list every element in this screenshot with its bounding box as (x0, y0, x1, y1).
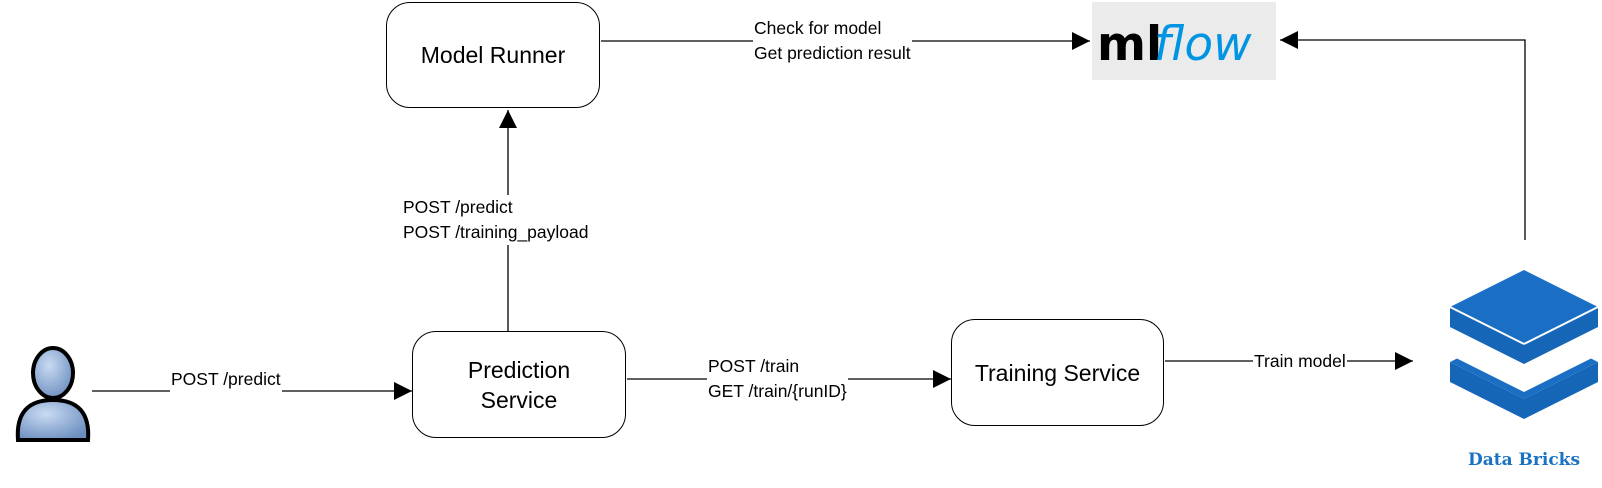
mlflow-logo: ml flow (1092, 2, 1276, 80)
databricks-label: Data Bricks (1468, 450, 1581, 470)
edge-label-prediction-training: POST /train GET /train/{runID} (707, 354, 848, 404)
databricks-icon (1449, 270, 1599, 419)
edge-label-user-prediction: POST /predict (170, 367, 282, 392)
user-icon (15, 346, 91, 442)
edge-label-training-databricks: Train model (1253, 349, 1347, 374)
edge-label-prediction-runner: POST /predict POST /training_payload (402, 195, 590, 245)
training-service-label: Training Service (974, 359, 1141, 386)
edge-label-line: GET /train/{runID} (708, 381, 847, 401)
mlflow-ml-text: ml (1097, 17, 1162, 72)
edge-databricks-mlflow (1280, 31, 1526, 240)
prediction-service-node: Prediction Service (412, 331, 626, 438)
model-runner-label: Model Runner (420, 42, 566, 68)
training-service-node: Training Service (951, 319, 1164, 426)
edge-label-runner-mlflow: Check for model Get prediction result (753, 16, 912, 66)
mlflow-flow-tspan: flow (1154, 17, 1252, 72)
prediction-service-label-line1: Prediction (467, 356, 571, 383)
prediction-service-label-line2: Service (480, 386, 558, 413)
edge-label-line: POST /train (708, 356, 800, 376)
mlflow-wordmark: ml flow (1097, 17, 1252, 72)
edge-label-line: Get prediction result (754, 43, 911, 63)
edge-label-line: POST /training_payload (403, 222, 589, 242)
edge-label-line: POST /predict (403, 197, 513, 217)
model-runner-node: Model Runner (386, 2, 600, 108)
mlflow-flow-text: flow (1154, 17, 1252, 72)
mlflow-ml-tspan: ml (1097, 17, 1162, 72)
edge-label-line: Check for model (754, 18, 882, 38)
